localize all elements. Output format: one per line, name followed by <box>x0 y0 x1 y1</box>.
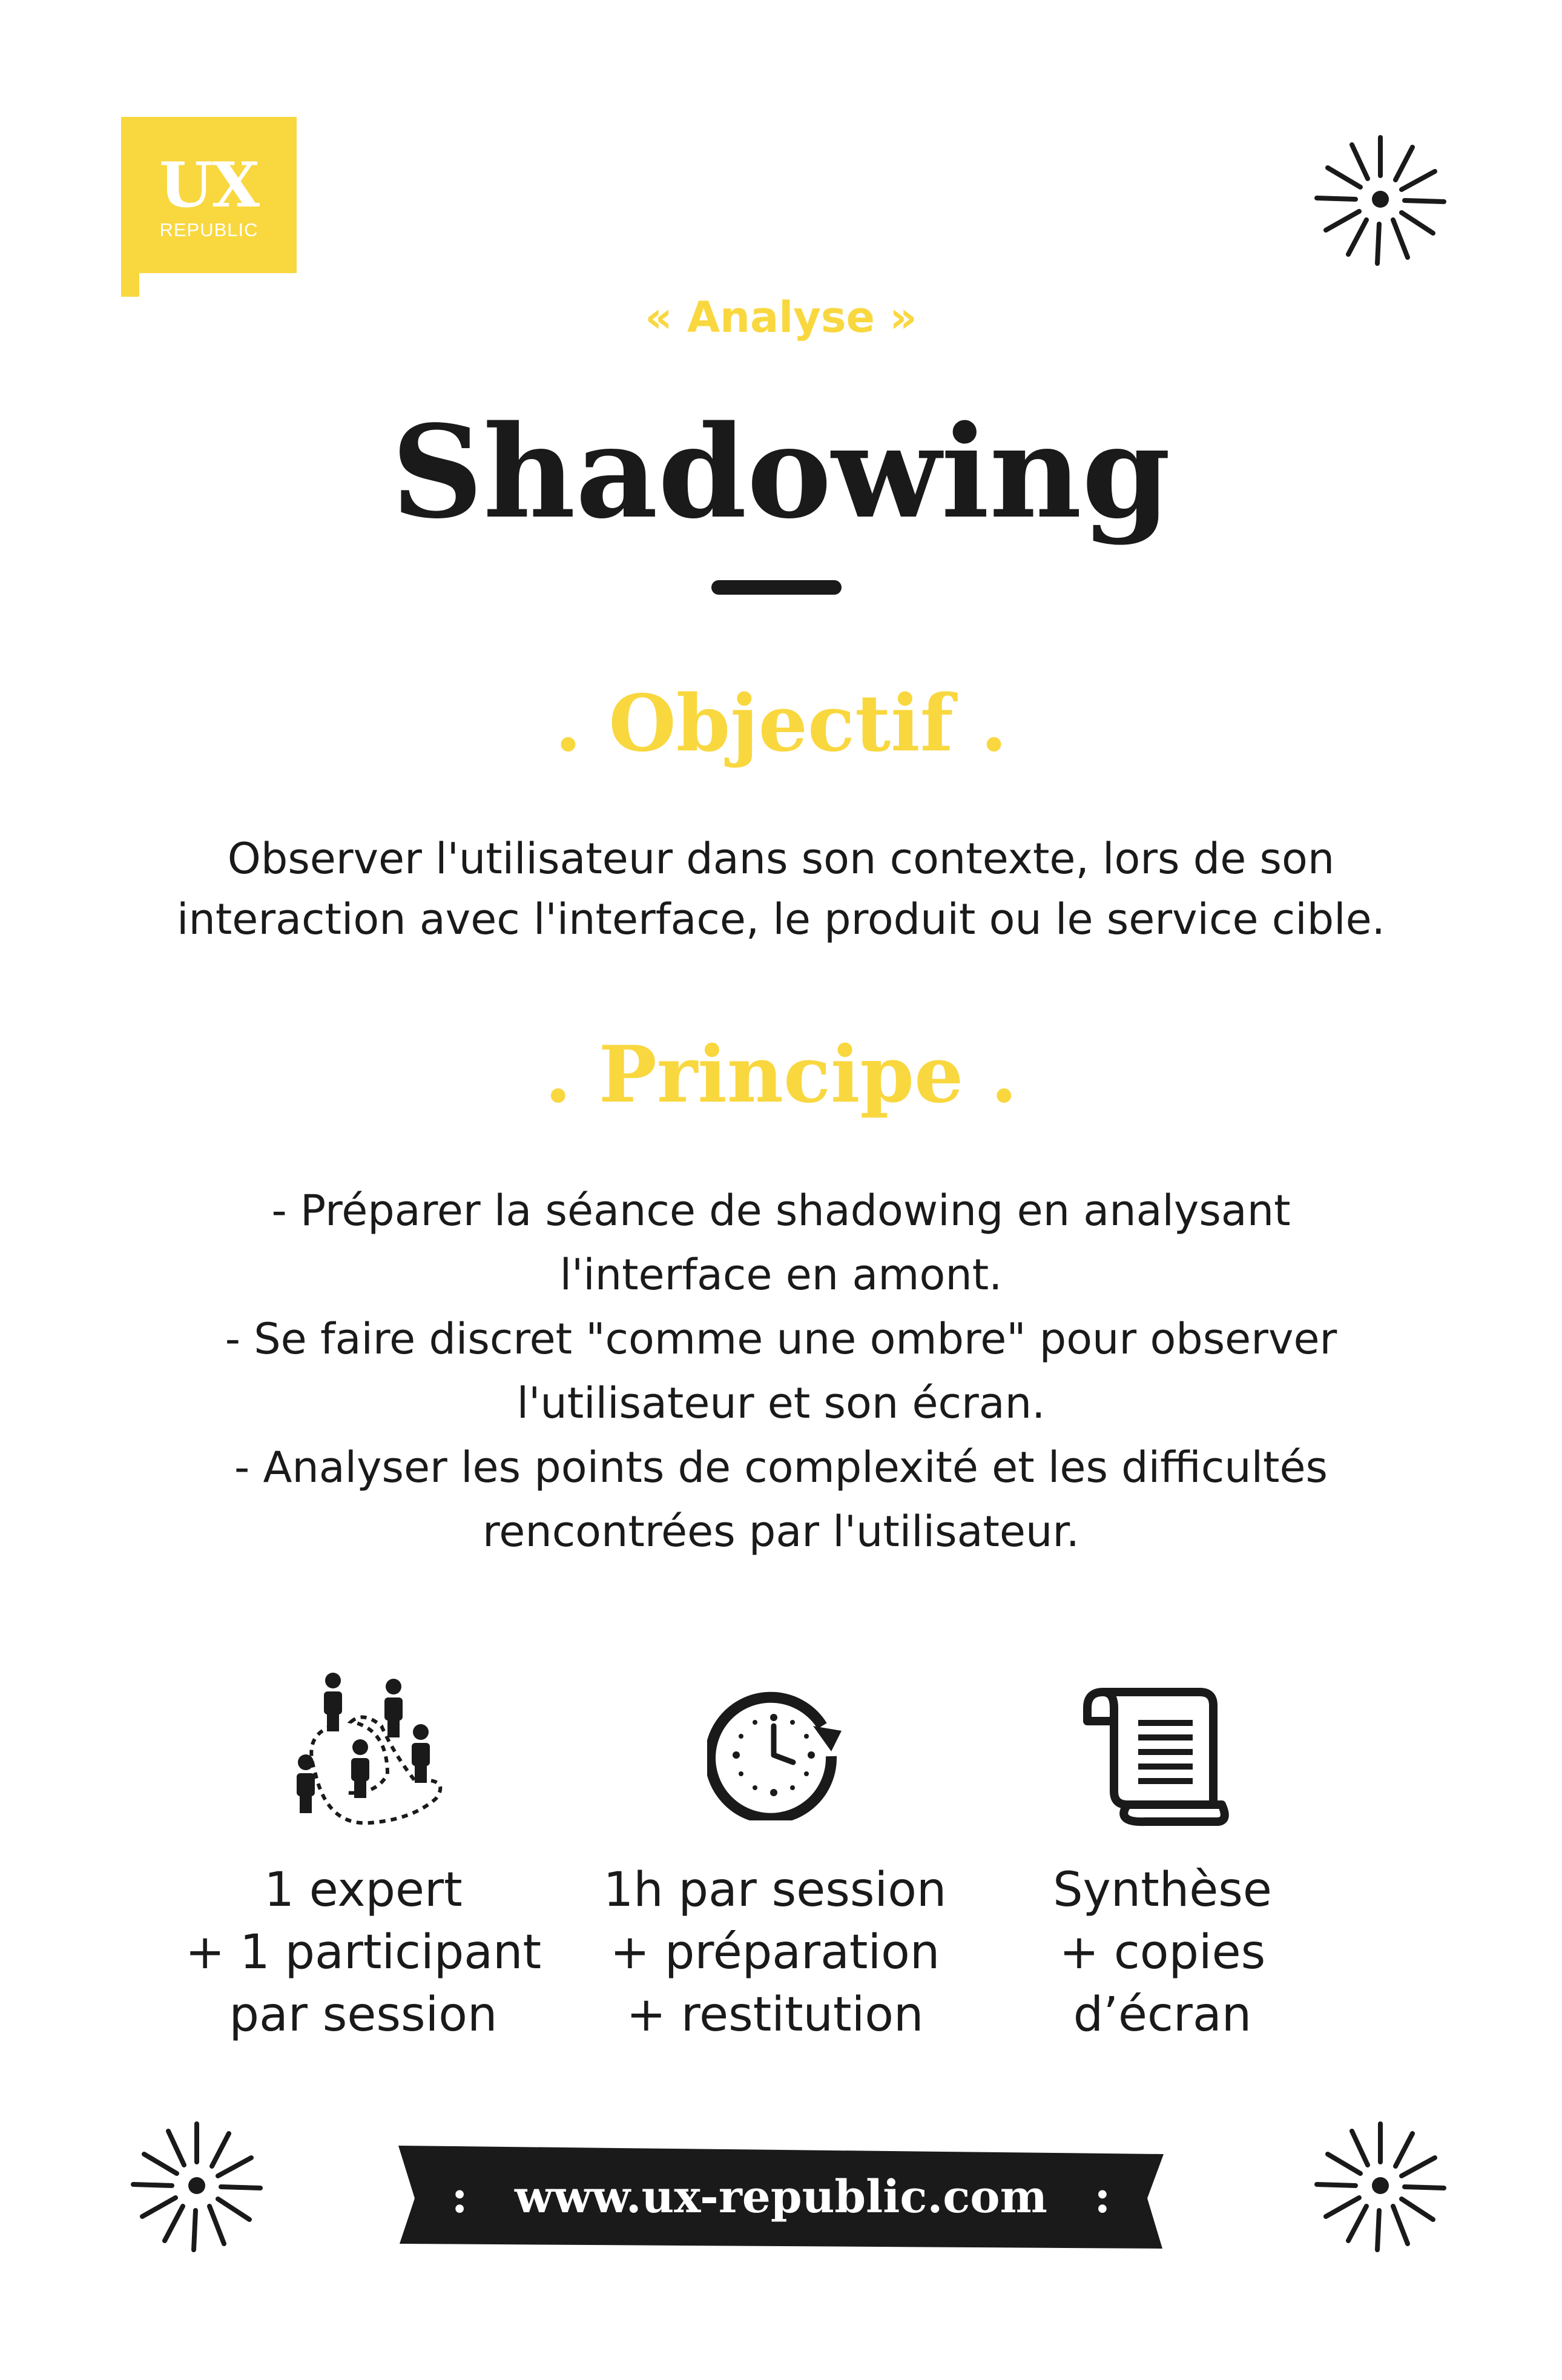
scroll-document-icon <box>1083 1688 1229 1826</box>
page-title: Shadowing <box>391 397 1171 547</box>
footer-banner <box>398 2146 1164 2249</box>
sun-icon <box>131 2121 263 2252</box>
stat-line: d’écran <box>1073 1988 1252 2042</box>
people-network-icon <box>297 1673 443 1825</box>
stat-line: + préparation <box>610 1925 940 1980</box>
objectif-text: Observer l'utilisateur dans son contexte… <box>121 828 1441 950</box>
website-link[interactable]: : www.ux-republic.com : <box>451 2171 1111 2223</box>
clock-icon <box>707 1691 842 1820</box>
stat-line: 1h par session <box>603 1863 947 1917</box>
principe-line: - Se faire discret "comme une ombre" pou… <box>225 1314 1337 1364</box>
principe-line: - Analyser les points de complexité et l… <box>234 1443 1328 1492</box>
principe-heading: . Principe . <box>544 1030 1018 1120</box>
stat-line: + restitution <box>626 1988 924 2042</box>
stat-line: + 1 participant <box>185 1925 542 1980</box>
objectif-line: interaction avec l'interface, le produit… <box>177 894 1385 944</box>
logo-tail <box>121 266 139 297</box>
principe-line: rencontrées par l'utilisateur. <box>483 1507 1079 1556</box>
sun-icon <box>1314 135 1446 266</box>
principe-line: - Préparer la séance de shadowing en ana… <box>271 1186 1291 1235</box>
category-kicker: « Analyse » <box>645 293 917 342</box>
logo-box <box>121 117 297 273</box>
logo-subtitle: REPUBLIC <box>159 219 259 240</box>
logo-mark: UX <box>159 149 260 222</box>
objectif-heading: . Objectif . <box>555 678 1007 769</box>
stat-deliverable: Synthèse + copies d’écran <box>951 1859 1374 2046</box>
stat-line: par session <box>229 1988 498 2042</box>
stat-line: Synthèse <box>1053 1863 1272 1917</box>
stat-line: 1 expert <box>264 1863 463 1917</box>
stat-duration: 1h par session + préparation + restituti… <box>563 1859 987 2046</box>
sun-icon <box>1314 2121 1446 2252</box>
principe-line: l'interface en amont. <box>559 1250 1003 1300</box>
principe-text: - Préparer la séance de shadowing en ana… <box>121 1178 1441 1564</box>
stat-line: + copies <box>1059 1925 1266 1980</box>
principe-line: l'utilisateur et son écran. <box>516 1378 1046 1428</box>
stat-participants: 1 expert + 1 participant par session <box>151 1859 575 2046</box>
title-divider <box>711 580 842 595</box>
objectif-line: Observer l'utilisateur dans son contexte… <box>227 834 1335 884</box>
